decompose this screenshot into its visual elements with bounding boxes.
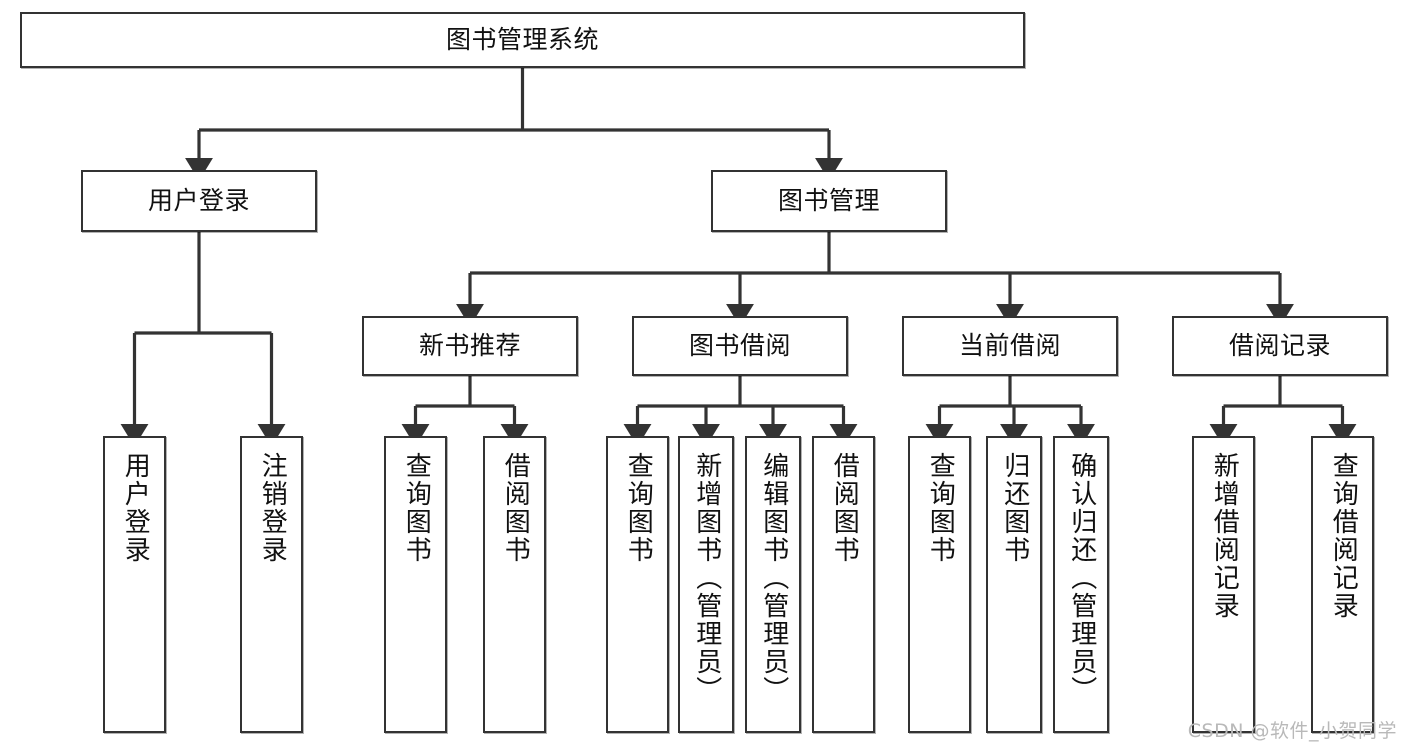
node-label: 借阅图书 (829, 452, 860, 564)
node-label: 归还图书 (999, 452, 1030, 564)
node-leaf-query-book-1: 查询图书 (384, 436, 447, 733)
node-leaf-add-book: 新增图书（管理员） (678, 436, 734, 733)
node-label: 用户登录 (147, 186, 250, 215)
node-leaf-confirm-return: 确认归还（管理员） (1053, 436, 1109, 733)
node-label: 新增图书（管理员） (691, 452, 722, 704)
node-label: 查询图书 (925, 452, 956, 564)
node-label: 当前借阅 (958, 331, 1061, 360)
node-leaf-user-login: 用户登录 (103, 436, 166, 733)
node-label: 借阅图书 (500, 452, 531, 564)
node-leaf-query-book-2: 查询图书 (606, 436, 669, 733)
node-leaf-query-record: 查询借阅记录 (1311, 436, 1374, 733)
node-book-borrow: 图书借阅 (632, 316, 848, 376)
node-label: 用户登录 (120, 452, 151, 564)
node-label: 确认归还（管理员） (1066, 452, 1097, 704)
node-leaf-user-logout: 注销登录 (240, 436, 303, 733)
node-label: 编辑图书（管理员） (758, 452, 789, 704)
node-new-book-recommend: 新书推荐 (362, 316, 578, 376)
node-label: 新增借阅记录 (1209, 452, 1240, 620)
node-label: 新书推荐 (418, 331, 521, 360)
node-label: 查询图书 (623, 452, 654, 564)
node-label: 借阅记录 (1228, 331, 1331, 360)
node-leaf-add-record: 新增借阅记录 (1192, 436, 1255, 733)
node-label: 查询借阅记录 (1328, 452, 1359, 620)
node-book-manage: 图书管理 (711, 170, 947, 232)
node-label: 图书管理系统 (445, 25, 599, 54)
node-leaf-query-book-3: 查询图书 (908, 436, 971, 733)
node-leaf-edit-book: 编辑图书（管理员） (745, 436, 801, 733)
node-label: 查询图书 (401, 452, 432, 564)
node-label: 图书借阅 (688, 331, 791, 360)
node-root: 图书管理系统 (20, 12, 1025, 68)
node-borrow-record: 借阅记录 (1172, 316, 1388, 376)
node-label: 注销登录 (257, 452, 288, 564)
node-current-borrow: 当前借阅 (902, 316, 1118, 376)
node-leaf-return-book: 归还图书 (986, 436, 1042, 733)
node-label: 图书管理 (777, 186, 880, 215)
node-leaf-borrow-book-1: 借阅图书 (483, 436, 546, 733)
node-user-login: 用户登录 (81, 170, 317, 232)
node-leaf-borrow-book-2: 借阅图书 (812, 436, 875, 733)
